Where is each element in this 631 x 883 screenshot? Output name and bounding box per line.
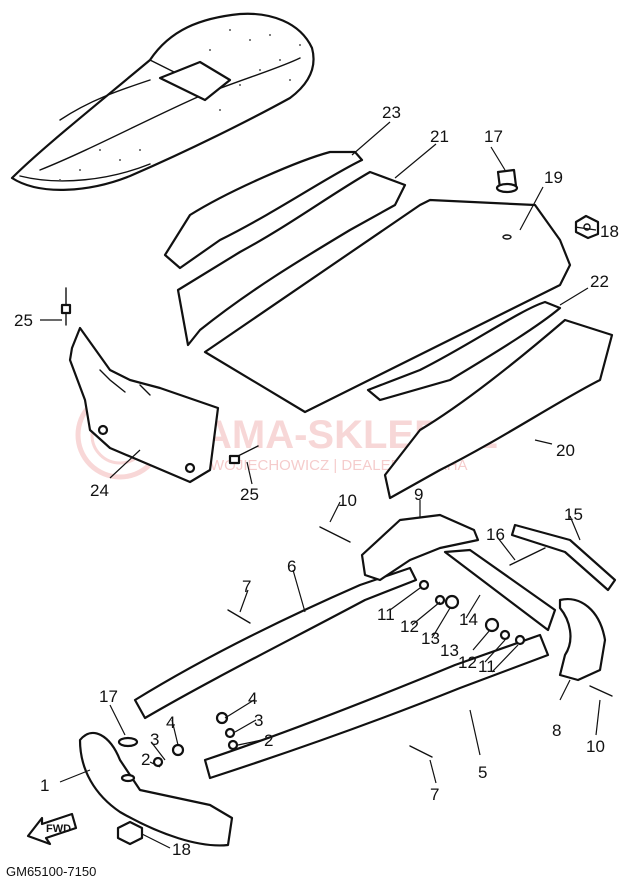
callout-10: 10: [586, 737, 605, 756]
callout-2: 2: [141, 750, 150, 769]
callout-7: 7: [242, 577, 251, 596]
callout-12: 12: [400, 617, 419, 636]
fwd-label: FWD: [46, 823, 71, 835]
callout-13: 13: [440, 641, 459, 660]
callout-12: 12: [458, 653, 477, 672]
part-1-bumper: [78, 731, 234, 847]
part-21-mat: [176, 170, 407, 347]
callout-11: 11: [478, 657, 496, 676]
callout-20: 20: [556, 441, 575, 460]
diagram-code: GM65100-7150: [6, 864, 96, 879]
callout-18: 18: [172, 840, 191, 859]
callout-11: 11: [377, 605, 395, 624]
part-24-bracket: [68, 326, 220, 484]
part-15-strip: [510, 523, 617, 592]
callout-25: 25: [14, 311, 33, 330]
part-14-bracket: [443, 548, 557, 632]
fwd-arrow-icon: FWD: [26, 812, 78, 846]
part-8-bracket: [558, 597, 607, 682]
part-6-rail: [133, 566, 418, 720]
part-23-mat: [163, 150, 364, 270]
callout-19: 19: [544, 168, 563, 187]
callout-7: 7: [430, 785, 439, 804]
callout-17: 17: [99, 687, 118, 706]
part-20-mat: [383, 318, 614, 500]
callout-4: 4: [248, 689, 257, 708]
part-25-rivet-bottom: [228, 445, 259, 465]
callout-6: 6: [287, 557, 296, 576]
part-9-bracket: [360, 513, 480, 582]
callout-13: 13: [421, 629, 440, 648]
callout-21: 21: [430, 127, 449, 146]
part-5-rail: [203, 633, 550, 780]
callouts: 23 21 17 19 18 22 25 24 25 20 10 9 15 16…: [14, 103, 619, 859]
callout-18: 18: [600, 222, 619, 241]
callout-16: 16: [486, 525, 505, 544]
callout-5: 5: [478, 763, 487, 782]
callout-17: 17: [484, 127, 503, 146]
callout-15: 15: [564, 505, 583, 524]
callout-1: 1: [40, 776, 49, 795]
leader-lines: [40, 121, 601, 849]
callout-22: 22: [590, 272, 609, 291]
callout-10: 10: [338, 491, 357, 510]
fasteners: [116, 526, 613, 846]
callout-23: 23: [382, 103, 401, 122]
callout-14: 14: [459, 610, 478, 629]
part-19-mat: [203, 198, 572, 414]
callout-8: 8: [552, 721, 561, 740]
part-25-rivet-top: [60, 287, 72, 326]
part-16-rivet: [509, 547, 546, 566]
callout-24: 24: [90, 481, 109, 500]
part-22-mat: [366, 300, 562, 402]
callout-4: 4: [166, 713, 175, 732]
callout-2: 2: [264, 731, 273, 750]
callout-25: 25: [240, 485, 259, 504]
callout-3: 3: [254, 711, 263, 730]
part-18-nut-top: [574, 214, 600, 240]
watercraft-illustration: [10, 12, 315, 191]
callout-9: 9: [414, 485, 423, 504]
callout-3: 3: [150, 730, 159, 749]
part-17-grommet-top: [495, 168, 519, 194]
